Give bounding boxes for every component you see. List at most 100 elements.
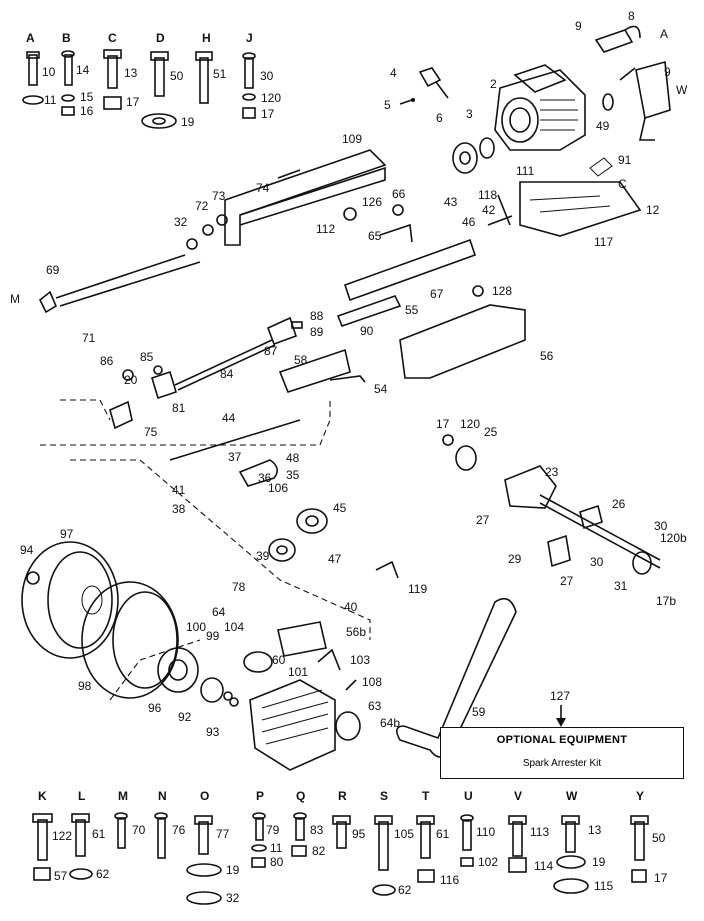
callout-120-axle-b: 120b [660,531,687,545]
svg-text:C: C [618,177,627,191]
callout-98: 98 [78,679,92,693]
callout-108: 108 [362,675,382,689]
spark-arrester-kit-label: Spark Arrester Kit [522,758,602,769]
callout-56: 56 [540,349,554,363]
svg-text:A: A [660,27,668,41]
callout-89: 89 [310,325,324,339]
callout-112: 112 [316,222,335,236]
callout-19-bottom: 19 [226,863,240,877]
callout-3: 4 [390,66,397,80]
axle-assembly: 17 120 25 23 27 29 26 30 31 120b 17b 27 … [436,417,687,608]
callout-30-axle: 30 [654,519,668,533]
fastener-letter-j: J [246,31,253,45]
callout-59: 59 [472,705,486,719]
callout-116: 116 [440,873,459,887]
callout-61: 61 [92,827,106,841]
callout-113: 113 [530,825,549,839]
fastener-letter-n: N [158,789,167,803]
frame-assembly: 12 C 109 74 73 72 32 126 112 66 65 43 11… [174,132,660,302]
callout-54: 54 [374,382,388,396]
callout-92: 92 [178,710,192,724]
callout-48: 48 [286,451,300,465]
callout-8: 9 [664,65,671,79]
callout-38: 38 [172,502,186,516]
fastener-letter-m: M [118,789,128,803]
callout-76: 76 [172,823,186,837]
fastener-letter-h: H [202,31,211,45]
callout-20: 20 [124,373,138,387]
callout-120: 120 [261,91,281,105]
callout-103: 103 [350,653,370,667]
callout-37: 37 [228,450,242,464]
callout-26: 26 [612,497,626,511]
callout-2: 2 [490,77,497,91]
callout-101: 101 [288,665,308,679]
callout-87: 87 [264,344,278,358]
callout-91: 91 [618,153,632,167]
svg-text:27: 27 [560,574,574,588]
callout-117: 117 [594,235,613,249]
callout-11: 11 [44,93,57,107]
callout-82: 82 [312,844,326,858]
callout-30: 30 [260,69,274,83]
callout-65: 65 [368,229,382,243]
header-fastener-group: A 10 11 B 14 15 16 C 13 17 D 50 19 H 51 [22,31,281,129]
callout-50-bottom: 50 [652,831,666,845]
callout-41: 41 [172,483,186,497]
callout-32-bottom: 32 [226,891,240,905]
callout-85: 85 [140,350,154,364]
callout-128: 128 [492,284,512,298]
callout-77: 77 [216,827,230,841]
callout-109: 109 [342,132,362,146]
callout-111: 111 [516,164,535,178]
callout-50: 50 [170,69,184,83]
optional-equipment-callout: 127 [550,689,570,727]
fastener-letter-u: U [464,789,473,803]
callout-11-bottom: 11 [270,841,283,855]
callout-4: 5 [384,98,391,112]
callout-64: 64 [212,605,226,619]
callout-47: 47 [328,552,342,566]
callout-71: 71 [82,331,96,345]
callout-56-lower: 56b [346,625,366,639]
callout-126: 126 [362,195,382,209]
fastener-letter-l: L [78,789,85,803]
callout-64-lower: 64b [380,716,400,730]
callout-99: 99 [206,629,220,643]
fastener-letter-p: P [256,789,264,803]
fastener-letter-a: A [26,31,35,45]
fastener-letter-q: Q [296,789,305,803]
callout-62: 62 [96,867,110,881]
callout-42: 42 [482,203,496,217]
callout-43: 43 [444,195,458,209]
callout-17-bottom: 17 [654,871,668,885]
callout-78: 78 [232,580,246,594]
callout-10: 10 [42,65,56,79]
callout-19: 19 [181,115,195,129]
fastener-letter-r: R [338,789,347,803]
callout-66: 66 [392,187,406,201]
callout-46: 46 [462,215,476,229]
callout-81: 81 [172,401,186,415]
svg-text:W: W [676,83,688,97]
callout-12: 12 [646,203,660,217]
callout-61-bottom: 61 [436,827,450,841]
callout-58: 58 [294,353,308,367]
callout-118: 118 [478,188,497,202]
callout-102: 102 [478,855,498,869]
callout-122: 122 [52,829,72,843]
callout-9: 49 [596,119,610,133]
callout-97: 97 [60,527,74,541]
fastener-letter-b: B [62,31,71,45]
callout-119: 119 [408,582,427,596]
callout-86: 86 [100,354,114,368]
fastener-letter-d: D [156,31,165,45]
callout-51: 51 [213,67,227,81]
callout-29: 29 [508,552,522,566]
callout-88: 88 [310,309,324,323]
callout-17-axle-b: 17b [656,594,676,608]
callout-79: 79 [266,823,280,837]
callout-110: 110 [476,825,495,839]
svg-text:75: 75 [144,425,158,439]
fastener-letter-k: K [38,789,47,803]
